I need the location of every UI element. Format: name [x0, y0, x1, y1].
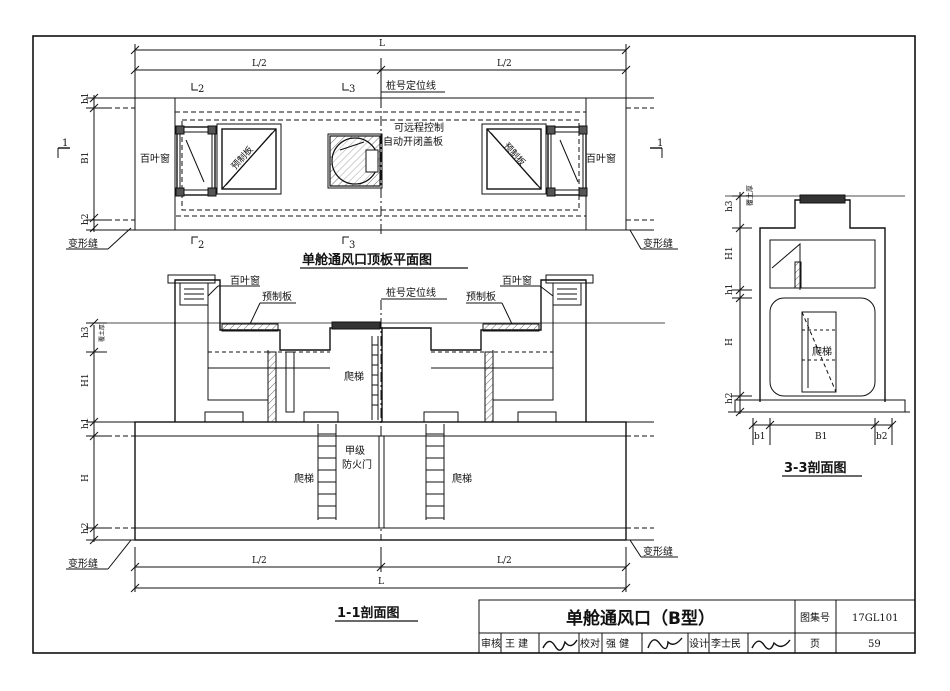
cut-3-bottom: 3 — [349, 240, 355, 251]
soil-cover-33: 覆土厚 — [745, 185, 754, 206]
dim-B1-33: B1 — [815, 432, 827, 442]
atlas-no-label: 图集号 — [800, 611, 830, 624]
drawing-main-title: 单舱通风口（B型） — [566, 608, 715, 629]
ladder-label-33: 爬梯 — [812, 345, 832, 358]
dim-h3-33: h3 — [725, 200, 735, 212]
ladder-label-upper: 爬梯 — [344, 370, 364, 383]
review-label: 审核 — [481, 637, 501, 650]
title-block — [478, 599, 916, 654]
cut-2-bottom: 2 — [198, 240, 204, 251]
dim-L-half-sec-right: L/2 — [497, 556, 512, 566]
remote-cover-label-2: 自动开闭盖板 — [383, 135, 443, 148]
dim-L-half-sec-left: L/2 — [252, 556, 267, 566]
dim-h3-sec: h3 — [81, 326, 91, 338]
louver-label-right-sec: 百叶窗 — [502, 274, 532, 287]
section-11-title: 1-1剖面图 — [337, 605, 400, 621]
soil-cover-sec: 覆土厚 — [98, 324, 106, 342]
joint-label-plan-right: 变形缝 — [643, 237, 673, 250]
section-3-3 — [725, 191, 910, 477]
joint-label-sec-right: 变形缝 — [643, 545, 673, 558]
dim-H-33: H — [725, 338, 735, 346]
fire-door-label-2: 防火门 — [342, 458, 372, 471]
dim-L-sec: L — [378, 577, 384, 587]
precast-label-right-sec: 预制板 — [466, 290, 496, 303]
cut-3-top: 3 — [349, 84, 355, 95]
louver-label-left-plan: 百叶窗 — [140, 152, 170, 165]
fire-door-label-1: 甲级 — [345, 445, 365, 457]
precast-label-left-sec: 预制板 — [262, 290, 292, 303]
pile-line-label-sec: 桩号定位线 — [386, 286, 436, 299]
dim-b1-plan: b1 — [81, 93, 91, 105]
dim-H1-33: H1 — [725, 246, 735, 260]
dim-H-sec: H — [81, 474, 91, 482]
dim-h1-sec: h1 — [81, 417, 91, 429]
precast-label-left-plan: 预制板 — [229, 144, 256, 172]
check-label: 校对 — [580, 637, 600, 650]
remote-cover-label-1: 可远程控制 — [394, 121, 444, 134]
precast-label-right-plan: 预制板 — [501, 140, 528, 168]
check-name: 强 健 — [606, 638, 629, 650]
section-33-title: 3-3剖面图 — [784, 460, 847, 476]
dim-H1-sec: H1 — [81, 373, 91, 387]
dim-L-half-plan-right: L/2 — [497, 59, 512, 69]
plan-view-title: 单舱通风口顶板平面图 — [302, 252, 432, 268]
page-label: 页 — [810, 638, 820, 650]
dim-h1-33: h1 — [725, 283, 735, 295]
cut-2-top: 2 — [198, 84, 204, 95]
dim-b2-plan: b2 — [81, 214, 91, 226]
page-no-value: 59 — [868, 639, 881, 650]
joint-label-sec-left: 变形缝 — [68, 557, 98, 570]
plan-view — [57, 44, 678, 269]
ladder-label-right: 爬梯 — [452, 472, 472, 485]
design-label: 设计 — [689, 637, 709, 650]
design-name: 李士民 — [711, 637, 741, 650]
dim-b2-33: b2 — [876, 432, 888, 442]
dim-h2-sec: h2 — [81, 522, 91, 534]
review-name: 王 建 — [505, 637, 528, 650]
dim-L-plan: L — [379, 39, 385, 49]
dim-B1-plan: B1 — [81, 152, 91, 164]
dim-b1-33: b1 — [754, 432, 766, 442]
sheet-border — [32, 35, 916, 654]
dim-h2-33: h2 — [725, 392, 735, 404]
louver-label-left-sec: 百叶窗 — [230, 274, 260, 287]
pile-line-label-plan: 桩号定位线 — [386, 79, 436, 92]
cut-1-left: 1 — [62, 138, 68, 149]
cut-1-right: 1 — [657, 138, 663, 149]
ladder-label-left: 爬梯 — [294, 472, 314, 485]
dim-L-half-plan-left: L/2 — [252, 59, 267, 69]
joint-label-plan-left: 变形缝 — [68, 237, 98, 250]
atlas-no-value: 17GL101 — [852, 613, 898, 624]
section-1-1 — [66, 274, 678, 622]
louver-label-right-plan: 百叶窗 — [586, 152, 616, 165]
